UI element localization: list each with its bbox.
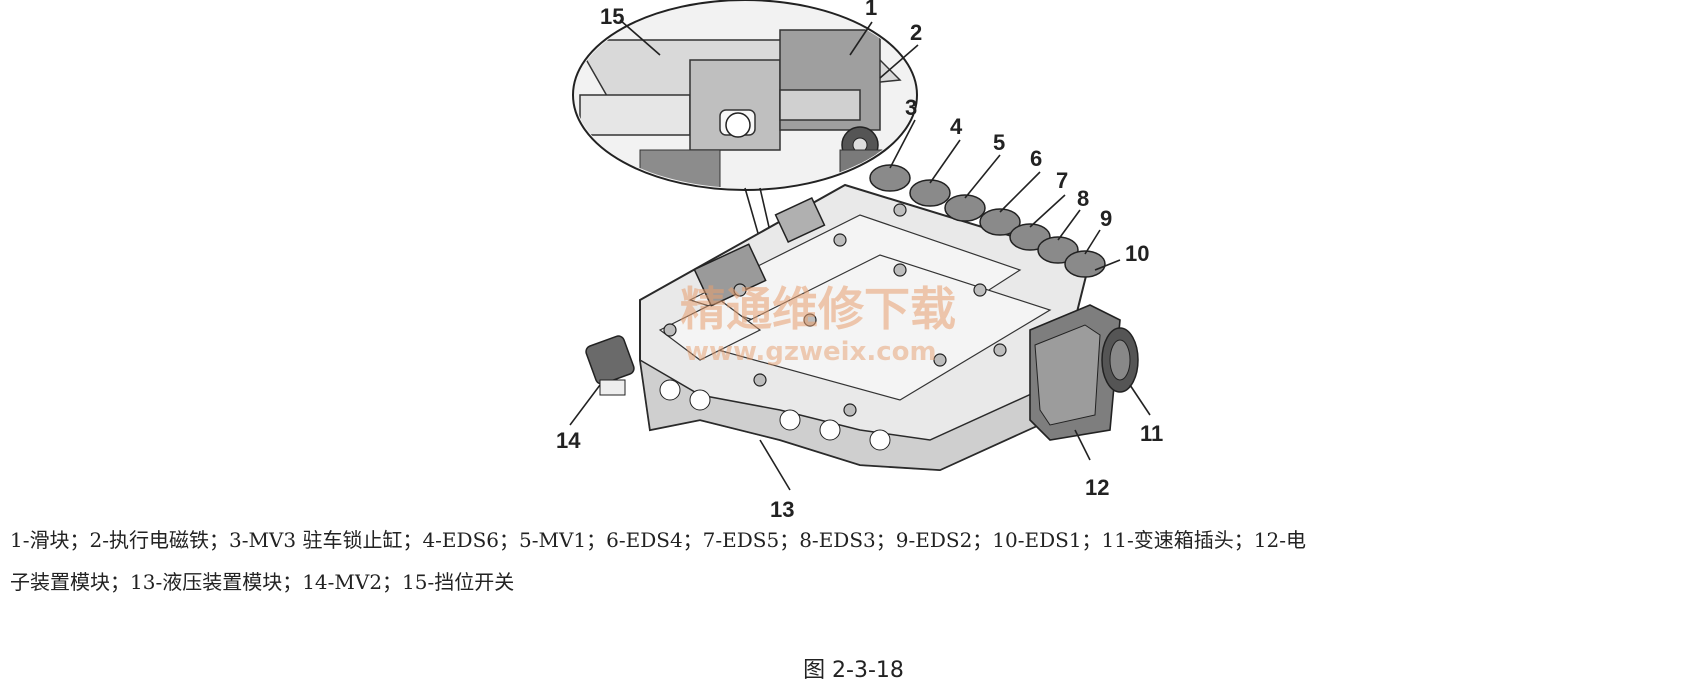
callout-4: 4 [950, 114, 963, 139]
leader-lines [569, 19, 1151, 491]
callout-2: 2 [910, 20, 922, 45]
callout-15: 15 [600, 4, 624, 29]
caption-line-2: 子装置模块；13-液压装置模块；14-MV2；15-挡位开关 [10, 570, 515, 594]
callout-11: 11 [1140, 421, 1163, 446]
callout-14: 14 [556, 428, 581, 453]
callout-8: 8 [1077, 186, 1089, 211]
caption-line-1: 1-滑块；2-执行电磁铁；3-MV3 驻车锁止缸；4-EDS6；5-MV1；6-… [10, 528, 1306, 552]
figure-caption: 1-滑块；2-执行电磁铁；3-MV3 驻车锁止缸；4-EDS6；5-MV1；6-… [10, 519, 1700, 603]
watermark-title: 精通维修下载 [680, 282, 956, 336]
callout-9: 9 [1100, 206, 1112, 231]
figure-label: 图 2-3-18 [803, 658, 904, 683]
callout-13: 13 [770, 497, 794, 522]
callout-3: 3 [905, 95, 917, 120]
callout-12: 12 [1085, 475, 1109, 500]
valve-body-diagram: 精通维修下载 www.gzweix.com 1 2 3 4 5 6 7 8 9 … [556, 0, 1163, 522]
valve-body [585, 164, 1139, 472]
callout-6: 6 [1030, 146, 1042, 171]
callout-7: 7 [1056, 168, 1068, 193]
callout-5: 5 [993, 130, 1005, 155]
callout-10: 10 [1125, 241, 1149, 266]
callout-1: 1 [865, 0, 877, 20]
watermark-url: www.gzweix.com [685, 337, 937, 367]
detail-magnifier [572, 0, 918, 276]
